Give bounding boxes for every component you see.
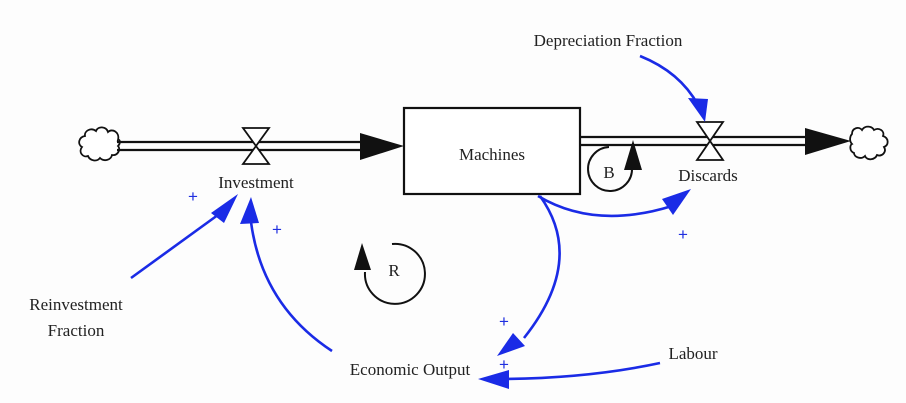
investment-valve-icon (241, 127, 271, 165)
reinvestment-fraction-label-line1[interactable]: Reinvestment (29, 295, 123, 314)
machines-to-output-polarity: + (499, 312, 509, 331)
machines-to-output-arrowhead (497, 333, 525, 356)
reinvestment-to-investment-link (130, 210, 223, 280)
output-to-investment-link (249, 221, 333, 353)
output-to-investment-polarity: + (272, 220, 282, 239)
reinvestment-polarity: + (188, 187, 198, 206)
outflow-arrowhead (805, 128, 851, 155)
sink-cloud-icon (849, 125, 889, 161)
labour-to-output-link (504, 361, 661, 381)
balancing-loop-arrowhead (624, 140, 642, 170)
machines-to-discards-polarity: + (678, 225, 688, 244)
machines-to-discards-arrowhead (662, 189, 691, 215)
depreciation-fraction-label[interactable]: Depreciation Fraction (534, 31, 683, 50)
balancing-loop-label: B (603, 163, 614, 182)
discards-label: Discards (678, 166, 737, 185)
machines-to-discards-link (537, 194, 673, 218)
source-cloud-icon (78, 126, 121, 162)
balancing-loop-icon (587, 146, 634, 192)
depreciation-to-discards-link (639, 54, 700, 106)
reinvestment-fraction-label-line2[interactable]: Fraction (48, 321, 105, 340)
reinvestment-to-investment-arrowhead (211, 194, 238, 223)
reinforcing-loop-label: R (388, 261, 400, 280)
machines-stock[interactable] (402, 106, 582, 196)
depreciation-to-discards-arrowhead (688, 98, 708, 122)
reinforcing-loop-arrowhead (354, 243, 371, 270)
machines-to-output-link (522, 195, 561, 339)
economic-output-label[interactable]: Economic Output (350, 360, 471, 379)
machines-label: Machines (459, 145, 525, 164)
reinforcing-loop-icon (363, 242, 426, 305)
labour-to-output-arrowhead (478, 370, 509, 389)
labour-to-output-polarity: + (499, 355, 509, 374)
output-to-investment-arrowhead (240, 197, 259, 224)
discards-valve-icon (695, 121, 725, 161)
inflow-arrowhead (360, 133, 404, 160)
investment-label: Investment (218, 173, 294, 192)
labour-label[interactable]: Labour (668, 344, 717, 363)
